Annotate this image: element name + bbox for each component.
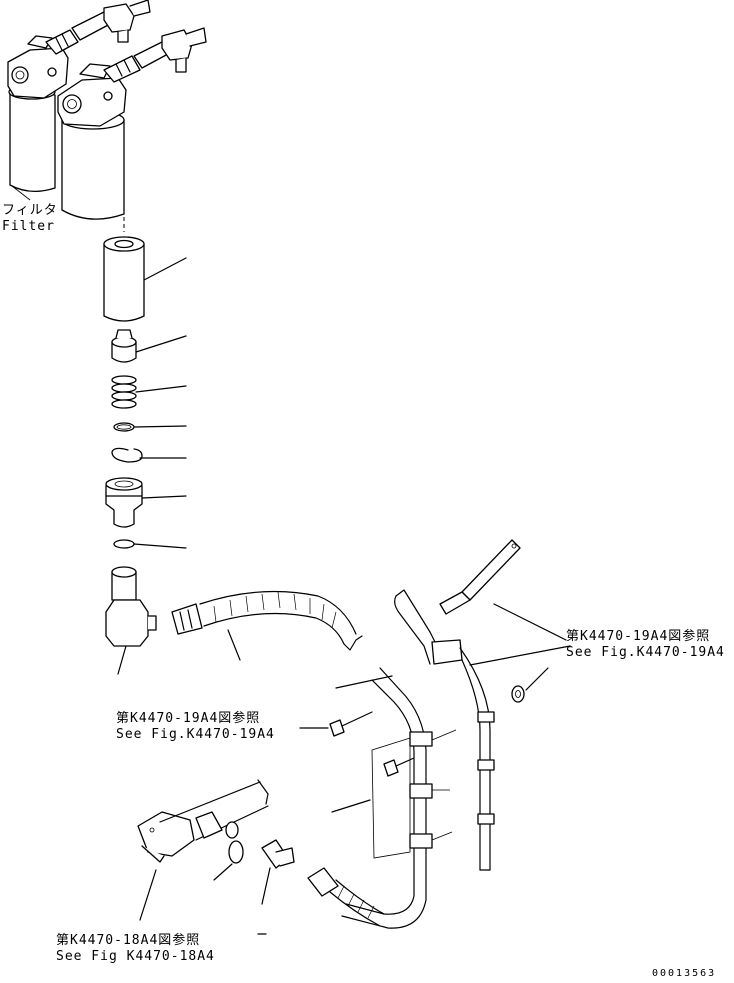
- tube-assembly: [329, 539, 571, 929]
- o-ring-lower: [113, 539, 187, 549]
- ref-18a4-en: See Fig K4470-18A4: [56, 949, 215, 964]
- relief-valve: [111, 329, 187, 363]
- lower-manifold: [137, 779, 269, 921]
- drawing-code: 00013563: [652, 968, 716, 979]
- lower-o-ring: [213, 840, 244, 881]
- ref-18a4-jp: 第K4470-18A4図参照: [56, 932, 200, 948]
- o-ring-upper: [113, 422, 187, 432]
- ref-19a4-en-right: See Fig.K4470-19A4: [566, 645, 725, 660]
- ref-19a4-jp-right: 第K4470-19A4図参照: [566, 628, 710, 644]
- filter-assembly-back: [7, 0, 151, 192]
- filter-label-jp: フィルタ: [2, 203, 58, 218]
- filter-element: [103, 236, 187, 322]
- spring: [111, 375, 187, 409]
- filter-label-en: Filter: [2, 219, 55, 234]
- ref-19a4-en-mid: See Fig.K4470-19A4: [116, 727, 275, 742]
- ref-19a4-jp-mid: 第K4470-19A4図参照: [116, 710, 260, 726]
- snap-ring: [111, 447, 187, 463]
- filter-assembly-front: [57, 27, 207, 220]
- hose-upper: [171, 590, 363, 661]
- adapter: [105, 477, 187, 528]
- hose-lower: [307, 867, 385, 927]
- lower-connector: [261, 839, 295, 905]
- elbow-fitting: [105, 566, 157, 675]
